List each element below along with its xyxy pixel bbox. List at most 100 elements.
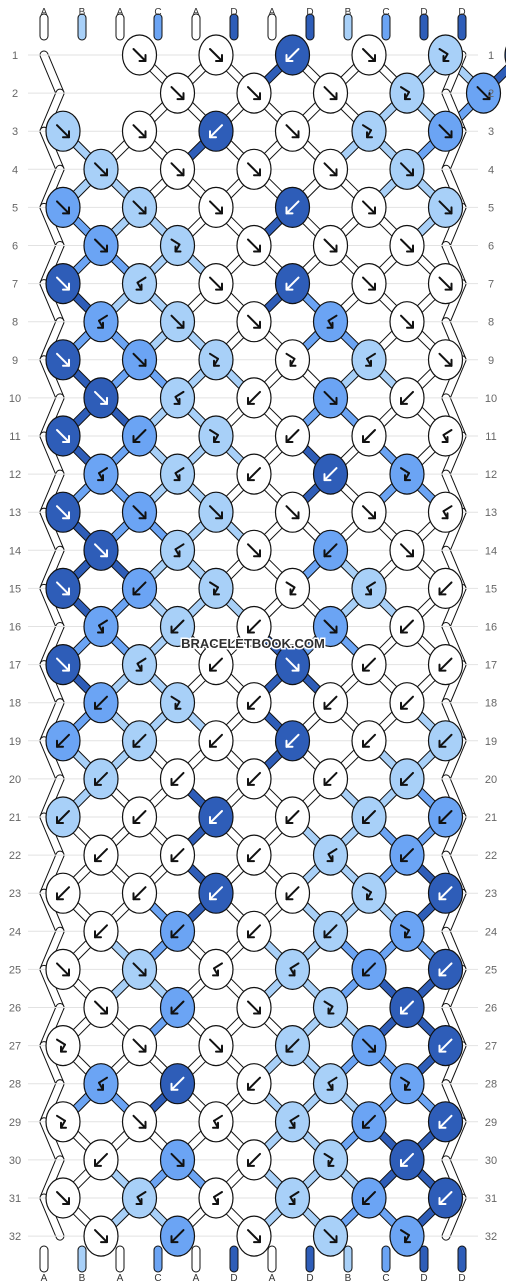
knot-fill <box>159 453 196 495</box>
knot-arrow-stroke <box>247 1000 261 1015</box>
row-number-right: 20 <box>485 774 497 786</box>
knot-arrow-head <box>247 854 255 863</box>
knot <box>121 643 158 686</box>
knot-arrow-head <box>406 549 414 558</box>
knot-arrow-stroke <box>56 733 70 748</box>
row-number-right: 24 <box>485 926 497 938</box>
knot <box>274 491 311 533</box>
knot-arrow-head <box>285 739 294 748</box>
knot-arrow-stroke <box>442 505 453 513</box>
bottom-string-label: B <box>79 1273 86 1284</box>
knot-arrow-head <box>247 625 255 634</box>
knot-arrow-stroke <box>323 1229 338 1244</box>
knot-arrow-head <box>100 396 108 405</box>
knot-arrow-head <box>438 968 447 977</box>
knot-arrow-head <box>100 168 108 177</box>
knot-arrow-stroke <box>323 390 338 405</box>
knot <box>83 529 119 571</box>
knot-arrow-head <box>400 701 408 710</box>
knot <box>274 110 311 152</box>
knot-arrow-stroke <box>476 86 491 101</box>
knot <box>351 1177 387 1219</box>
bottom-string-label: A <box>193 1273 200 1284</box>
row-number-left: 23 <box>9 888 21 900</box>
knot <box>312 529 349 571</box>
knot-arrow-head <box>400 1006 408 1015</box>
knot <box>198 415 234 457</box>
knot-arrow-stroke <box>209 886 223 901</box>
knot <box>236 148 272 190</box>
knot-arrow-head <box>209 130 217 139</box>
knot-arrow-head <box>285 435 294 443</box>
row-number-right: 15 <box>485 583 497 595</box>
row-number-right: 23 <box>485 888 497 900</box>
knot <box>236 758 272 800</box>
knot-arrow-head <box>173 397 181 405</box>
knot-arrow-stroke <box>247 1229 261 1244</box>
knot-arrow-head <box>404 1083 411 1091</box>
row-number-left: 14 <box>9 545 21 557</box>
knot-arrow-head <box>209 739 217 748</box>
knot <box>274 796 311 838</box>
knot <box>351 643 387 686</box>
knot-arrow-stroke <box>285 810 300 824</box>
row-number-right: 11 <box>485 431 496 443</box>
knot <box>312 758 349 800</box>
knot-arrow-stroke <box>442 429 453 436</box>
knot-fill <box>83 453 119 495</box>
knot-arrow-stroke <box>285 1038 300 1053</box>
knot-arrow-stroke <box>323 924 338 939</box>
knot <box>45 796 81 838</box>
row-number-left: 3 <box>12 126 18 138</box>
knot-arrow-stroke <box>170 1152 185 1167</box>
knot-arrow-head <box>323 549 332 558</box>
knot <box>83 910 119 952</box>
knot-arrow-head <box>176 1158 185 1167</box>
knot <box>389 1063 425 1105</box>
knot-arrow-stroke <box>209 352 219 360</box>
knot-fill <box>198 415 234 457</box>
bottom-string-label: D <box>306 1273 313 1284</box>
knot <box>427 186 464 228</box>
knot <box>274 1024 311 1067</box>
knot <box>427 110 464 152</box>
knot <box>351 491 387 533</box>
knot-arrow-head <box>138 358 147 367</box>
row-number-left: 21 <box>9 812 21 824</box>
knot <box>121 1177 158 1219</box>
knot-arrow-head <box>362 1197 370 1205</box>
knot-arrow-stroke <box>209 810 223 824</box>
knot <box>312 453 349 495</box>
row-number-left: 31 <box>9 1193 21 1205</box>
row-number-left: 16 <box>9 622 21 634</box>
knot <box>465 72 502 114</box>
knot-arrow-head <box>170 625 179 634</box>
knot-arrow-head <box>100 244 108 253</box>
knot <box>427 34 464 76</box>
knot-arrow-head <box>444 358 453 367</box>
knot-arrow-stroke <box>438 276 453 291</box>
knot-arrow-head <box>323 473 332 482</box>
knot-arrow-stroke <box>438 48 449 55</box>
knot-arrow-stroke <box>438 733 453 748</box>
knot-arrow-head <box>326 1083 334 1091</box>
row-number-right: 30 <box>485 1155 497 1167</box>
top-string-label: A <box>41 7 48 18</box>
knot-arrow-head <box>215 54 223 62</box>
knot-arrow-head <box>368 1044 376 1053</box>
knot-arrow-stroke <box>56 1038 66 1046</box>
knot-arrow-head <box>62 435 70 443</box>
knot <box>45 567 81 610</box>
knot <box>312 910 349 952</box>
knot-fill <box>83 1063 119 1105</box>
knot-arrow-stroke <box>56 352 70 367</box>
knot <box>198 720 234 762</box>
knot-arrow-head <box>368 282 376 291</box>
row-number-right: 28 <box>485 1079 497 1091</box>
knot <box>198 1177 234 1219</box>
knot-arrow-stroke <box>327 1076 338 1084</box>
knot <box>198 339 234 381</box>
knot-fill <box>198 339 234 381</box>
knot <box>236 1139 272 1181</box>
knot <box>274 263 311 305</box>
